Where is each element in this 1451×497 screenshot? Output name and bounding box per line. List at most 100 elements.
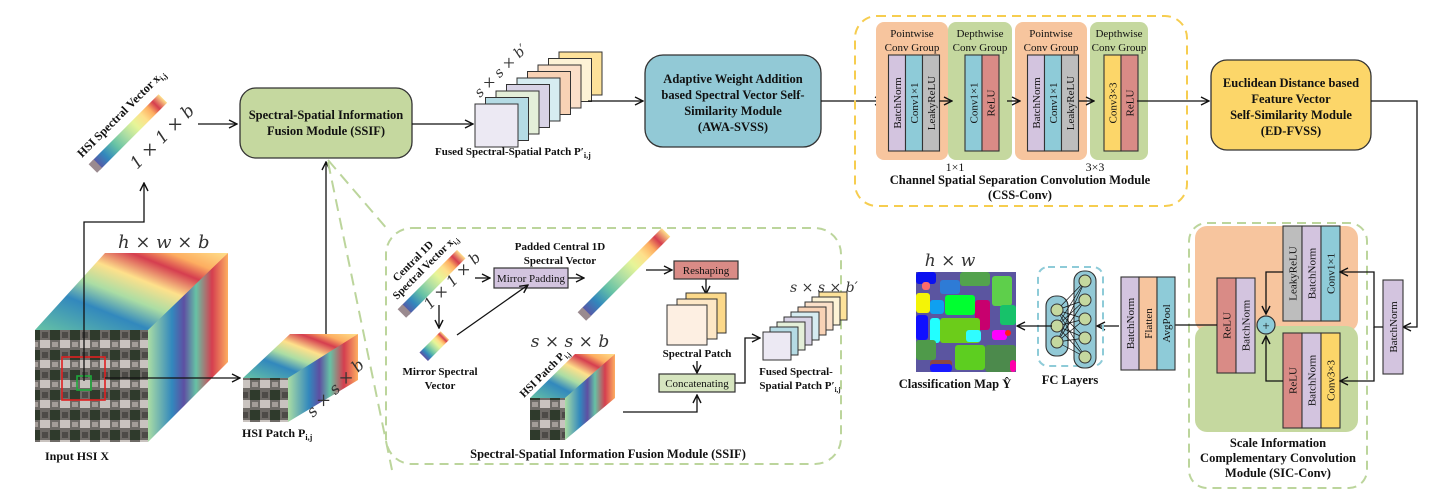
fc-node <box>1078 274 1092 288</box>
css-group-4-layer-1-label: Conv3×3 <box>1108 82 1120 124</box>
css-group-1-title2: Conv Group <box>885 42 940 54</box>
class-region <box>916 293 930 313</box>
class-region <box>1000 305 1016 325</box>
class-region <box>1010 360 1016 372</box>
css-conv-title1: Channel Spatial Separation Convolution M… <box>890 173 1151 187</box>
ssif-detail-dashed-border <box>385 227 842 465</box>
arrow-mirror-to-padding <box>456 285 528 336</box>
sic-title3: Module (SIC-Conv) <box>1225 466 1331 480</box>
fused-patch-stack <box>474 51 603 148</box>
class-region <box>966 330 981 342</box>
css-scale-1x1: 1×1 <box>946 160 965 174</box>
css-group-1-layer-3 <box>921 54 941 152</box>
arrow-hsi-to-concat <box>623 395 697 413</box>
class-region <box>960 272 990 286</box>
fc-node <box>1050 335 1064 349</box>
sic-upper-layer-2-label: BatchNorm <box>1307 247 1319 299</box>
padded-line2: Spectral Vector <box>524 255 597 267</box>
ed-line1: Euclidean Distance based <box>1223 76 1359 90</box>
class-region <box>992 330 1007 340</box>
sic-conv-dashed-border <box>1188 222 1368 489</box>
ssif-hsi-patch-cube <box>530 354 615 440</box>
css-conv-title2: (CSS-Conv) <box>988 188 1052 202</box>
css-group-2-layer-2 <box>981 54 1000 152</box>
class-region <box>992 276 1012 306</box>
sic-title1: Scale Information <box>1230 436 1326 450</box>
fc-node <box>1078 293 1092 307</box>
ed-line3: Self-Similarity Module <box>1230 108 1352 122</box>
cube-side-face <box>148 253 228 442</box>
sic-upper-layer-3-label: Conv1×1 <box>1326 253 1338 294</box>
css-group-1-layer-1-label: BatchNorm <box>892 77 904 129</box>
arrow-lower-to-add <box>1266 336 1283 382</box>
fc-node <box>1078 312 1092 326</box>
patch-slice <box>474 103 519 148</box>
input-hsi-cube <box>35 253 228 442</box>
fc-node <box>1078 331 1092 345</box>
hsi-patch-cube <box>243 334 358 422</box>
mirror-padding-label: Mirror Padding <box>497 273 566 285</box>
concatenating-label: Concatenating <box>665 378 729 390</box>
classification-dims: h × w <box>925 251 976 271</box>
classification-label: Classification Map Ŷ <box>899 377 1012 391</box>
arrow-upper-to-add <box>1266 271 1283 314</box>
class-region <box>930 364 952 372</box>
fc-node <box>1050 303 1064 317</box>
css-group-3-layer-2-label: Conv1×1 <box>1048 82 1060 123</box>
spectral-patch-stack <box>666 304 708 346</box>
ssif-box-line1: Spectral-Spatial Information <box>249 108 404 122</box>
mirror-vector-line2: Vector <box>425 380 456 392</box>
head-layer-1-label: BatchNorm <box>1125 297 1137 349</box>
zoom-line-upper <box>327 159 389 231</box>
sic-title2: Complementary Convolution <box>1200 451 1356 465</box>
add-operator <box>1256 315 1276 335</box>
reshaping-label: Reshaping <box>683 265 730 277</box>
mirror-vector-line1: Mirror Spectral <box>402 366 477 378</box>
css-group-1-layer-3-label: LeakyReLU <box>926 76 938 130</box>
css-group-3-layer-3 <box>1060 54 1080 152</box>
ssif-box-line2: Fusion Module (SSIF) <box>267 124 385 138</box>
css-conv-dashed-border <box>854 15 1188 207</box>
css-scale-3x3: 3×3 <box>1086 160 1105 174</box>
head-layer-3 <box>1156 276 1176 371</box>
fc-dashed-border <box>1037 266 1104 367</box>
ssif-fused-line1: Fused Spectral- <box>759 366 833 378</box>
class-region <box>930 300 944 314</box>
zoom-line-lower <box>327 161 393 471</box>
hsi-patch-label: HSI Patch Pi,j <box>242 426 313 442</box>
awa-line1: Adaptive Weight Addition <box>663 72 802 86</box>
cube-top-face <box>35 253 228 330</box>
sic-upper-layer-1-label: LeakyReLU <box>1288 246 1300 300</box>
ssif-detail-title: Spectral-Spatial Information Fusion Modu… <box>470 447 746 461</box>
css-group-2-title2: Conv Group <box>953 42 1008 54</box>
fc-label: FC Layers <box>1042 373 1099 387</box>
fc-node <box>1078 350 1092 364</box>
head-layer-3-label: AvgPool <box>1161 304 1173 342</box>
ed-line2: Feature Vector <box>1251 92 1331 106</box>
class-region <box>985 345 1016 372</box>
fc-node <box>1050 319 1064 333</box>
ed-fvss-box <box>1210 59 1372 151</box>
class-region <box>916 272 936 284</box>
add-symbol: + <box>1262 318 1269 333</box>
css-group-3-title2: Conv Group <box>1024 42 1079 54</box>
fused-patch-label: Fused Spectral-Spatial Patch P′i,j <box>435 146 591 160</box>
sic-lower-layer-2-label: BatchNorm <box>1307 354 1319 406</box>
padded-line1: Padded Central 1D <box>515 241 606 253</box>
arrow-sic-lower <box>1340 327 1375 381</box>
arrow-input-to-vector <box>83 183 144 381</box>
css-group-4-title2: Conv Group <box>1092 42 1147 54</box>
input-label: Input HSI X <box>45 449 109 463</box>
sic-output-layer-2 <box>1235 277 1256 374</box>
class-region <box>930 318 940 343</box>
class-region <box>1005 330 1011 336</box>
class-region <box>916 315 928 340</box>
classification-map <box>916 272 1016 372</box>
sic-lower-layer-1-label: ReLU <box>1288 367 1300 394</box>
sic-input-layer-label: BatchNorm <box>1388 301 1400 353</box>
awa-line3: Similarity Module <box>684 104 782 118</box>
class-region <box>955 345 985 370</box>
